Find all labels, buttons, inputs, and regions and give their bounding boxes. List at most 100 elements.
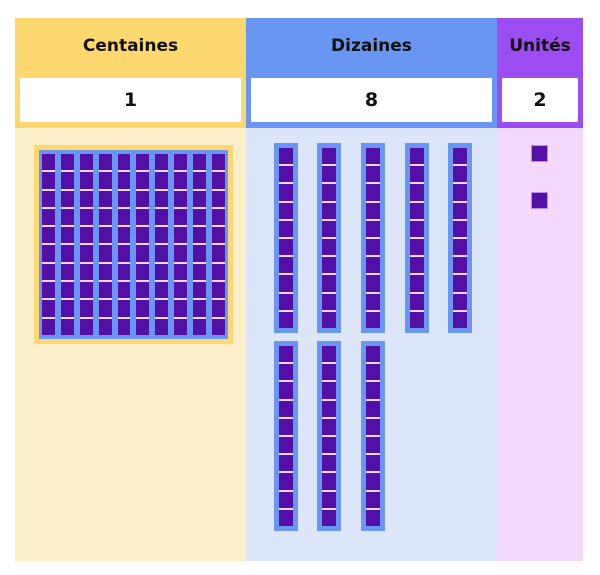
unit-cell xyxy=(366,311,380,329)
unit-cell xyxy=(322,275,336,294)
unit-cell xyxy=(366,509,380,527)
unit-cube-block xyxy=(531,192,548,209)
unit-cell xyxy=(410,220,424,240)
unit-cell xyxy=(366,275,380,294)
flat-column xyxy=(98,154,112,335)
column-centaines: Centaines 1 xyxy=(15,18,246,561)
unit-cell xyxy=(98,190,112,209)
ten-rod-block xyxy=(274,341,298,531)
unit-cell xyxy=(279,239,293,258)
unit-cell xyxy=(322,148,336,167)
unit-cell xyxy=(136,318,150,335)
unit-cell xyxy=(410,148,424,167)
flat-column xyxy=(136,154,150,335)
flat-column xyxy=(79,154,93,335)
unit-cell xyxy=(136,263,150,283)
flat-column xyxy=(117,154,131,335)
unit-cell xyxy=(193,282,207,301)
unit-cell xyxy=(79,282,93,301)
unit-cell xyxy=(136,245,150,264)
unit-cell xyxy=(98,263,112,283)
hundred-flat-block xyxy=(34,145,233,344)
unit-cell xyxy=(322,437,336,456)
unit-cell xyxy=(279,382,293,401)
unit-cell xyxy=(279,455,293,474)
header-dizaines: Dizaines 8 xyxy=(246,18,497,128)
unit-cell xyxy=(79,300,93,319)
unit-cell xyxy=(79,318,93,335)
unit-cell xyxy=(212,300,225,319)
unit-cell xyxy=(117,190,131,209)
unit-cell xyxy=(98,300,112,319)
unit-cell xyxy=(322,400,336,419)
unit-cell xyxy=(410,166,424,185)
unit-cell xyxy=(366,364,380,383)
header-centaines: Centaines 1 xyxy=(15,18,246,128)
flat-column xyxy=(212,154,225,335)
unit-cell xyxy=(136,190,150,209)
unit-cell xyxy=(212,190,225,209)
unit-cell xyxy=(410,239,424,258)
unit-cell xyxy=(366,202,380,221)
unit-cell xyxy=(79,172,93,191)
unit-cell xyxy=(98,245,112,264)
unit-cell xyxy=(42,282,55,301)
unit-cell xyxy=(117,227,131,246)
unit-cell xyxy=(42,300,55,319)
unit-cube-block xyxy=(531,145,548,162)
unit-cell xyxy=(155,227,169,246)
unit-cell xyxy=(322,346,336,365)
unit-cell xyxy=(366,491,380,510)
unit-cell xyxy=(193,190,207,209)
unit-cell xyxy=(453,166,467,185)
unit-cell xyxy=(155,172,169,191)
unit-cell xyxy=(193,208,207,228)
unit-cell xyxy=(174,154,188,173)
unit-cell xyxy=(79,190,93,209)
unit-cell xyxy=(79,154,93,173)
unit-cell xyxy=(136,154,150,173)
unit-cell xyxy=(42,227,55,246)
header-unites: Unités 2 xyxy=(497,18,583,128)
unit-cell xyxy=(117,245,131,264)
unit-cell xyxy=(136,282,150,301)
unit-cell xyxy=(60,300,74,319)
unit-cell xyxy=(322,311,336,329)
unit-cell xyxy=(79,263,93,283)
unit-cell xyxy=(136,300,150,319)
unit-cell xyxy=(155,245,169,264)
unit-cell xyxy=(279,293,293,312)
header-label-unites: Unités xyxy=(509,36,571,56)
unit-cell xyxy=(98,208,112,228)
unit-cell xyxy=(193,300,207,319)
unit-cell xyxy=(322,455,336,474)
unit-cell xyxy=(366,473,380,492)
unit-cell xyxy=(136,172,150,191)
unit-cell xyxy=(279,509,293,527)
unit-cell xyxy=(174,208,188,228)
ten-rod-block xyxy=(274,143,298,333)
unit-cell xyxy=(453,311,467,329)
unit-cell xyxy=(174,318,188,335)
column-unites: Unités 2 xyxy=(497,18,583,561)
unit-cell xyxy=(193,227,207,246)
unit-cell xyxy=(60,154,74,173)
ten-rod-block xyxy=(317,143,341,333)
unit-cell xyxy=(212,245,225,264)
unit-cell xyxy=(366,437,380,456)
unit-cell xyxy=(60,190,74,209)
unit-cell xyxy=(60,318,74,335)
unit-cell xyxy=(322,382,336,401)
unit-cell xyxy=(410,275,424,294)
unit-cell xyxy=(212,263,225,283)
unit-cell xyxy=(155,208,169,228)
unit-cell xyxy=(136,208,150,228)
unit-cell xyxy=(366,400,380,419)
header-label-dizaines: Dizaines xyxy=(331,36,412,56)
unit-cell xyxy=(366,382,380,401)
unit-cell xyxy=(366,148,380,167)
unit-cell xyxy=(322,239,336,258)
unit-cell xyxy=(60,227,74,246)
unit-cell xyxy=(60,208,74,228)
unit-cell xyxy=(117,300,131,319)
